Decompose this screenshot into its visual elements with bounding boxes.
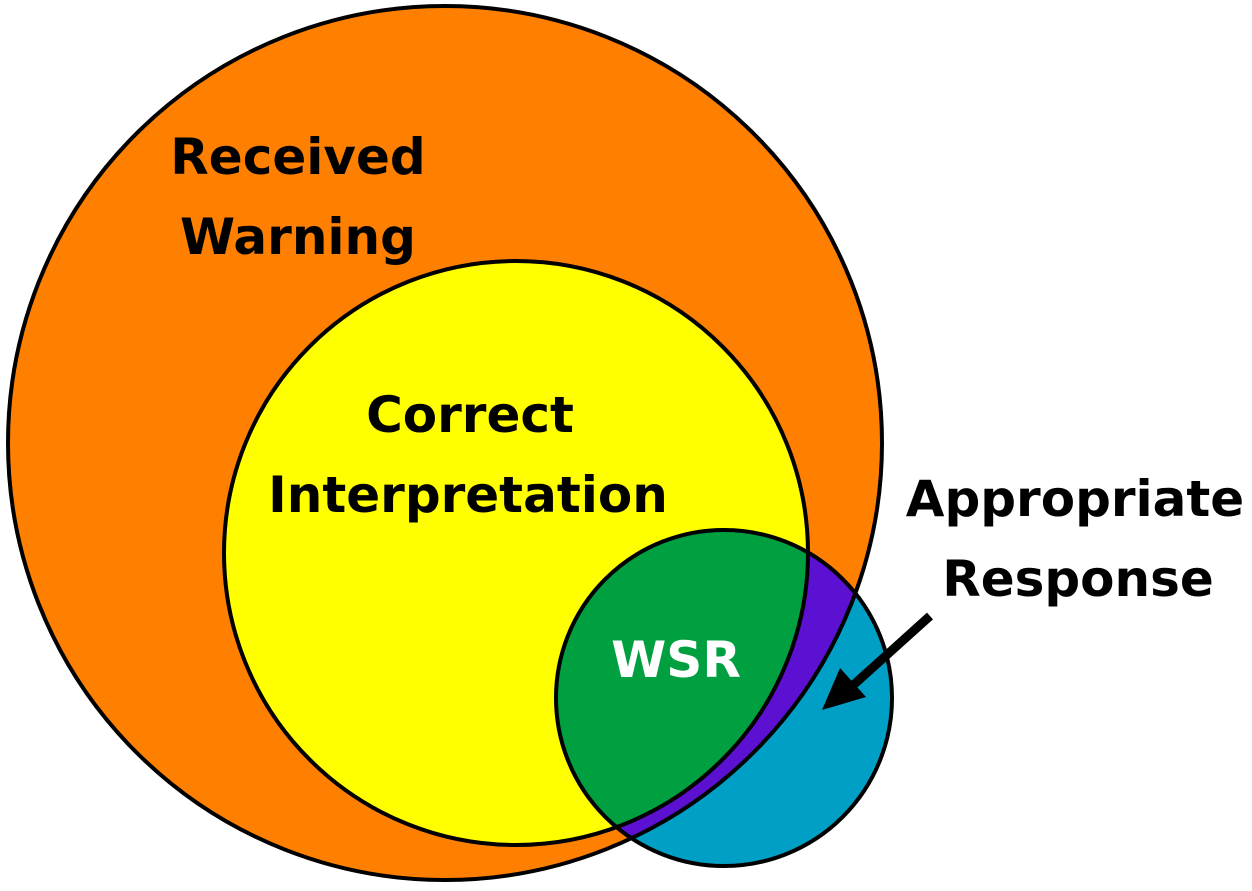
received-warning-label-line2: Warning [180,208,416,266]
arrow-pointer-icon [822,612,934,710]
correct-interpretation-label-line1: Correct [366,386,574,444]
appropriate-response-label-line1: Appropriate [906,470,1244,528]
received-warning-outline [6,4,884,882]
received-warning-label-line1: Received [170,128,425,186]
appropriate-response-label-line2: Response [942,550,1214,608]
wsr-label: WSR [611,631,741,689]
wsr-region [556,530,808,845]
appropriate-response-outline [554,528,894,868]
correct-interpretation-label-line2: Interpretation [268,466,668,524]
